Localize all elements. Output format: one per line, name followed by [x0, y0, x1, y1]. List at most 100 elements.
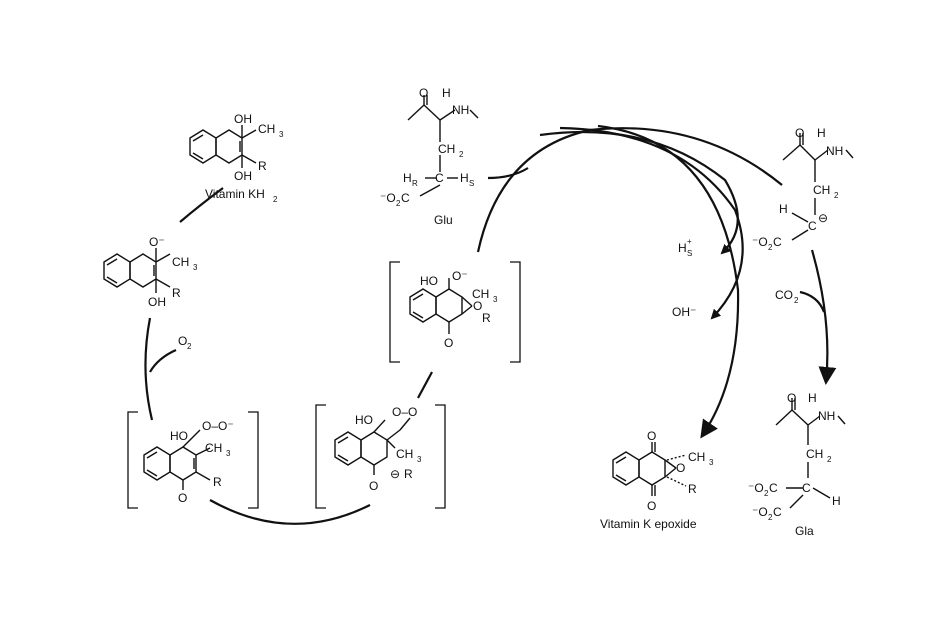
- glu-hr: H: [403, 171, 412, 185]
- dioxetane-ketone-o: O: [369, 479, 378, 493]
- svg-text:2: 2: [764, 489, 769, 498]
- svg-text:C: C: [773, 235, 782, 249]
- peroxide-r: R: [213, 475, 222, 489]
- gla-carboxylate-1: ⁻O: [748, 481, 764, 495]
- label-o2: O: [178, 334, 187, 348]
- phenoxide-r: R: [172, 286, 181, 300]
- carbanion-charge: ⊖: [818, 211, 828, 225]
- alkoxide-epoxide-o: O: [473, 299, 482, 313]
- svg-text:3: 3: [279, 130, 284, 139]
- glu-carboxylate: ⁻O: [380, 191, 396, 205]
- epoxide-r: R: [688, 482, 697, 496]
- released-species: H S + OH⁻ CO 2 O 2: [178, 237, 799, 351]
- arrow-release-hs-plus: [539, 130, 739, 255]
- carbanion-c: C: [808, 219, 817, 233]
- epoxide-ketone-o-top: O: [647, 429, 656, 443]
- svg-text:C: C: [401, 191, 410, 205]
- gla-h-side: H: [832, 494, 841, 508]
- glu-nh: NH: [452, 103, 469, 117]
- svg-text:3: 3: [226, 449, 231, 458]
- glu-hs: H: [460, 171, 469, 185]
- svg-text:+: +: [687, 237, 692, 246]
- gla-alpha-c: C: [802, 481, 811, 495]
- peroxide-ch3: CH: [205, 441, 222, 455]
- alkoxide-ch3: CH: [472, 287, 489, 301]
- peroxide-ho: HO: [170, 429, 188, 443]
- phenoxide-ch3: CH: [172, 255, 189, 269]
- svg-text:3: 3: [493, 295, 498, 304]
- arrow-co2-input: [799, 290, 826, 313]
- dioxetane-carbanion: ⊖: [390, 467, 400, 481]
- vitamin-k-phenoxide-structure: O⁻ OH CH 3 R: [103, 235, 198, 309]
- svg-text:S: S: [687, 249, 692, 258]
- carbanion-nh: NH: [826, 144, 843, 158]
- arrow-dioxetane-to-alkoxide: [417, 371, 433, 399]
- svg-text:2: 2: [273, 195, 278, 204]
- gla-structure: O H NH CH 2 C H ⁻O 2 C ⁻O 2 C Gla: [748, 391, 846, 538]
- carbanion-h: H: [817, 126, 826, 140]
- caption-gla: Gla: [795, 524, 814, 538]
- carbanion-h-side: H: [779, 202, 788, 216]
- svg-text:3: 3: [417, 455, 422, 464]
- dioxetane-ch3: CH: [396, 447, 413, 461]
- vitamin-k-epoxide-structure: O O O CH 3 R Vitamin K epoxide: [600, 429, 714, 531]
- dioxetane-o-o: O–O: [392, 405, 417, 419]
- gla-h: H: [808, 391, 817, 405]
- kh2-oh-bottom: OH: [234, 169, 252, 183]
- epoxide-ketone-o-bottom: O: [647, 499, 656, 513]
- arrow-to-vitamin-k-epoxide: [597, 124, 740, 439]
- label-hs-plus: H: [678, 241, 687, 255]
- dioxetane-r: R: [404, 467, 413, 481]
- label-co2: CO: [775, 288, 793, 302]
- svg-text:2: 2: [396, 199, 401, 208]
- carbanion-carbonyl-o: O: [795, 126, 804, 140]
- epoxide-o: O: [676, 461, 685, 475]
- svg-text:2: 2: [768, 513, 773, 522]
- glu-alpha-c: C: [435, 171, 444, 185]
- svg-text:2: 2: [794, 296, 799, 305]
- vitamin-kh2-structure: OH OH CH 3 R Vitamin KH 2: [189, 112, 284, 204]
- glu-ch2: CH: [438, 142, 455, 156]
- arrow-peroxide-to-dioxetane: [209, 499, 371, 525]
- svg-text:C: C: [769, 481, 778, 495]
- dioxetane-ho: HO: [355, 413, 373, 427]
- caption-glu: Glu: [434, 213, 453, 227]
- svg-text:R: R: [412, 179, 418, 188]
- alkoxide-r: R: [482, 311, 491, 325]
- glu-carbonyl-o: O: [419, 86, 428, 100]
- kh2-r: R: [258, 159, 267, 173]
- carbanion-carboxylate: ⁻O: [752, 235, 768, 249]
- svg-text:3: 3: [193, 263, 198, 272]
- glu-carbanion-structure: O H NH CH 2 H C ⊖ ⁻O 2 C: [752, 126, 854, 252]
- peroxide-intermediate-structure: HO O–O⁻ CH 3 R O: [127, 411, 259, 509]
- alkoxide-ho: HO: [420, 274, 438, 288]
- carbanion-ch2: CH: [813, 183, 830, 197]
- arrow-phenoxide-to-peroxide: [144, 317, 154, 421]
- arrow-kh2-to-phenoxide: [179, 187, 224, 223]
- svg-text:2: 2: [187, 342, 192, 351]
- arrow-o2-input: [149, 348, 177, 373]
- svg-text:3: 3: [709, 458, 714, 467]
- kh2-oh-top: OH: [234, 112, 252, 126]
- peroxide-ketone-o: O: [178, 491, 187, 505]
- svg-text:2: 2: [827, 455, 832, 464]
- alkoxide-ketone-o: O: [444, 336, 453, 350]
- gla-ch2: CH: [806, 447, 823, 461]
- arrow-carbanion-to-gla: [810, 249, 837, 385]
- alkoxide-o-minus: O⁻: [452, 269, 468, 283]
- peroxide-o-o-minus: O–O⁻: [202, 419, 234, 433]
- svg-text:S: S: [469, 179, 474, 188]
- alkoxide-epoxide-intermediate-structure: HO O⁻ CH 3 O R O: [389, 261, 521, 363]
- caption-vitamin-k-epoxide: Vitamin K epoxide: [600, 517, 697, 531]
- arrow-glu-hs-abstraction: [487, 167, 529, 180]
- reaction-arrows: [144, 124, 837, 525]
- label-oh-minus: OH⁻: [672, 305, 696, 319]
- epoxide-ch3: CH: [688, 450, 705, 464]
- gla-carbonyl-o: O: [787, 391, 796, 405]
- kh2-ch3: CH: [258, 122, 275, 136]
- phenoxide-o-minus: O⁻: [149, 235, 165, 249]
- glu-h: H: [442, 86, 451, 100]
- svg-text:C: C: [773, 505, 782, 519]
- svg-text:2: 2: [459, 150, 464, 159]
